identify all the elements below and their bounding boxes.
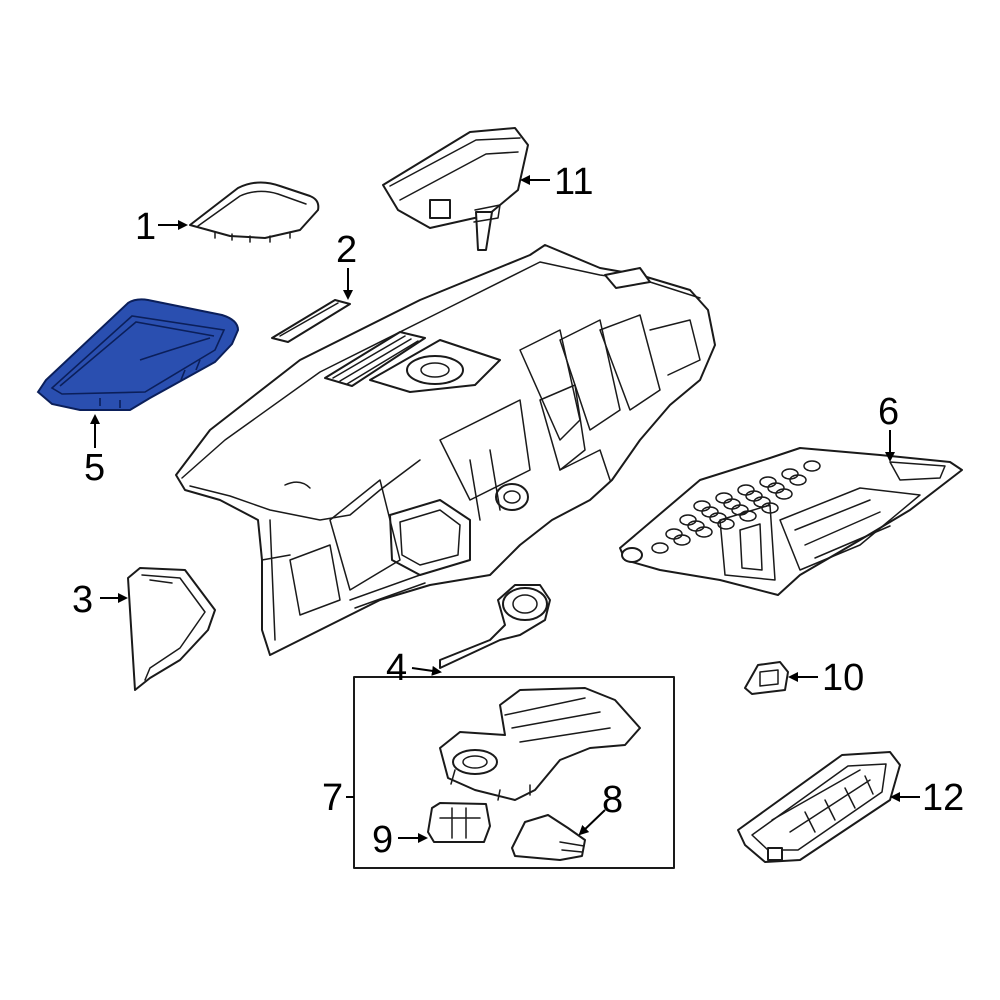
part-3-side-trim [127, 567, 216, 691]
callout-6: 6 [878, 391, 899, 433]
panel-hole [781, 468, 799, 480]
instrument-panel-assembly [175, 244, 716, 656]
callout-7: 7 [322, 777, 343, 819]
callout-3: 3 [72, 579, 93, 621]
panel-hole [693, 500, 711, 512]
part-5-glove-box-door [36, 298, 240, 411]
panel-hole [679, 514, 697, 526]
callout-10: 10 [822, 657, 864, 699]
callout-8: 8 [602, 779, 623, 821]
part-7-group-box [353, 676, 675, 869]
panel-hole [715, 492, 733, 504]
part-2-trim-strip [271, 299, 351, 343]
part-1-cover-panel [189, 181, 320, 243]
callout-9: 9 [372, 819, 393, 861]
panel-hole [665, 528, 683, 540]
part-4-air-duct [439, 584, 551, 669]
panel-hole [803, 460, 821, 472]
callout-1: 1 [135, 206, 156, 248]
callout-labels: 1 2 3 4 5 6 7 8 9 10 11 12 [72, 161, 964, 861]
part-10-clip [744, 661, 789, 695]
callout-4: 4 [386, 647, 407, 689]
part-6-reinforcement-panel [619, 447, 963, 596]
panel-hole [737, 484, 755, 496]
callout-2: 2 [336, 229, 357, 271]
callout-11: 11 [554, 161, 593, 203]
panel-hole [651, 542, 669, 554]
leader-lines [90, 175, 920, 843]
panel-hole [759, 476, 777, 488]
callout-5: 5 [84, 447, 105, 489]
part-12-air-vent [737, 751, 901, 863]
part-11-airbag-module [382, 127, 529, 251]
callout-12: 12 [922, 777, 964, 819]
